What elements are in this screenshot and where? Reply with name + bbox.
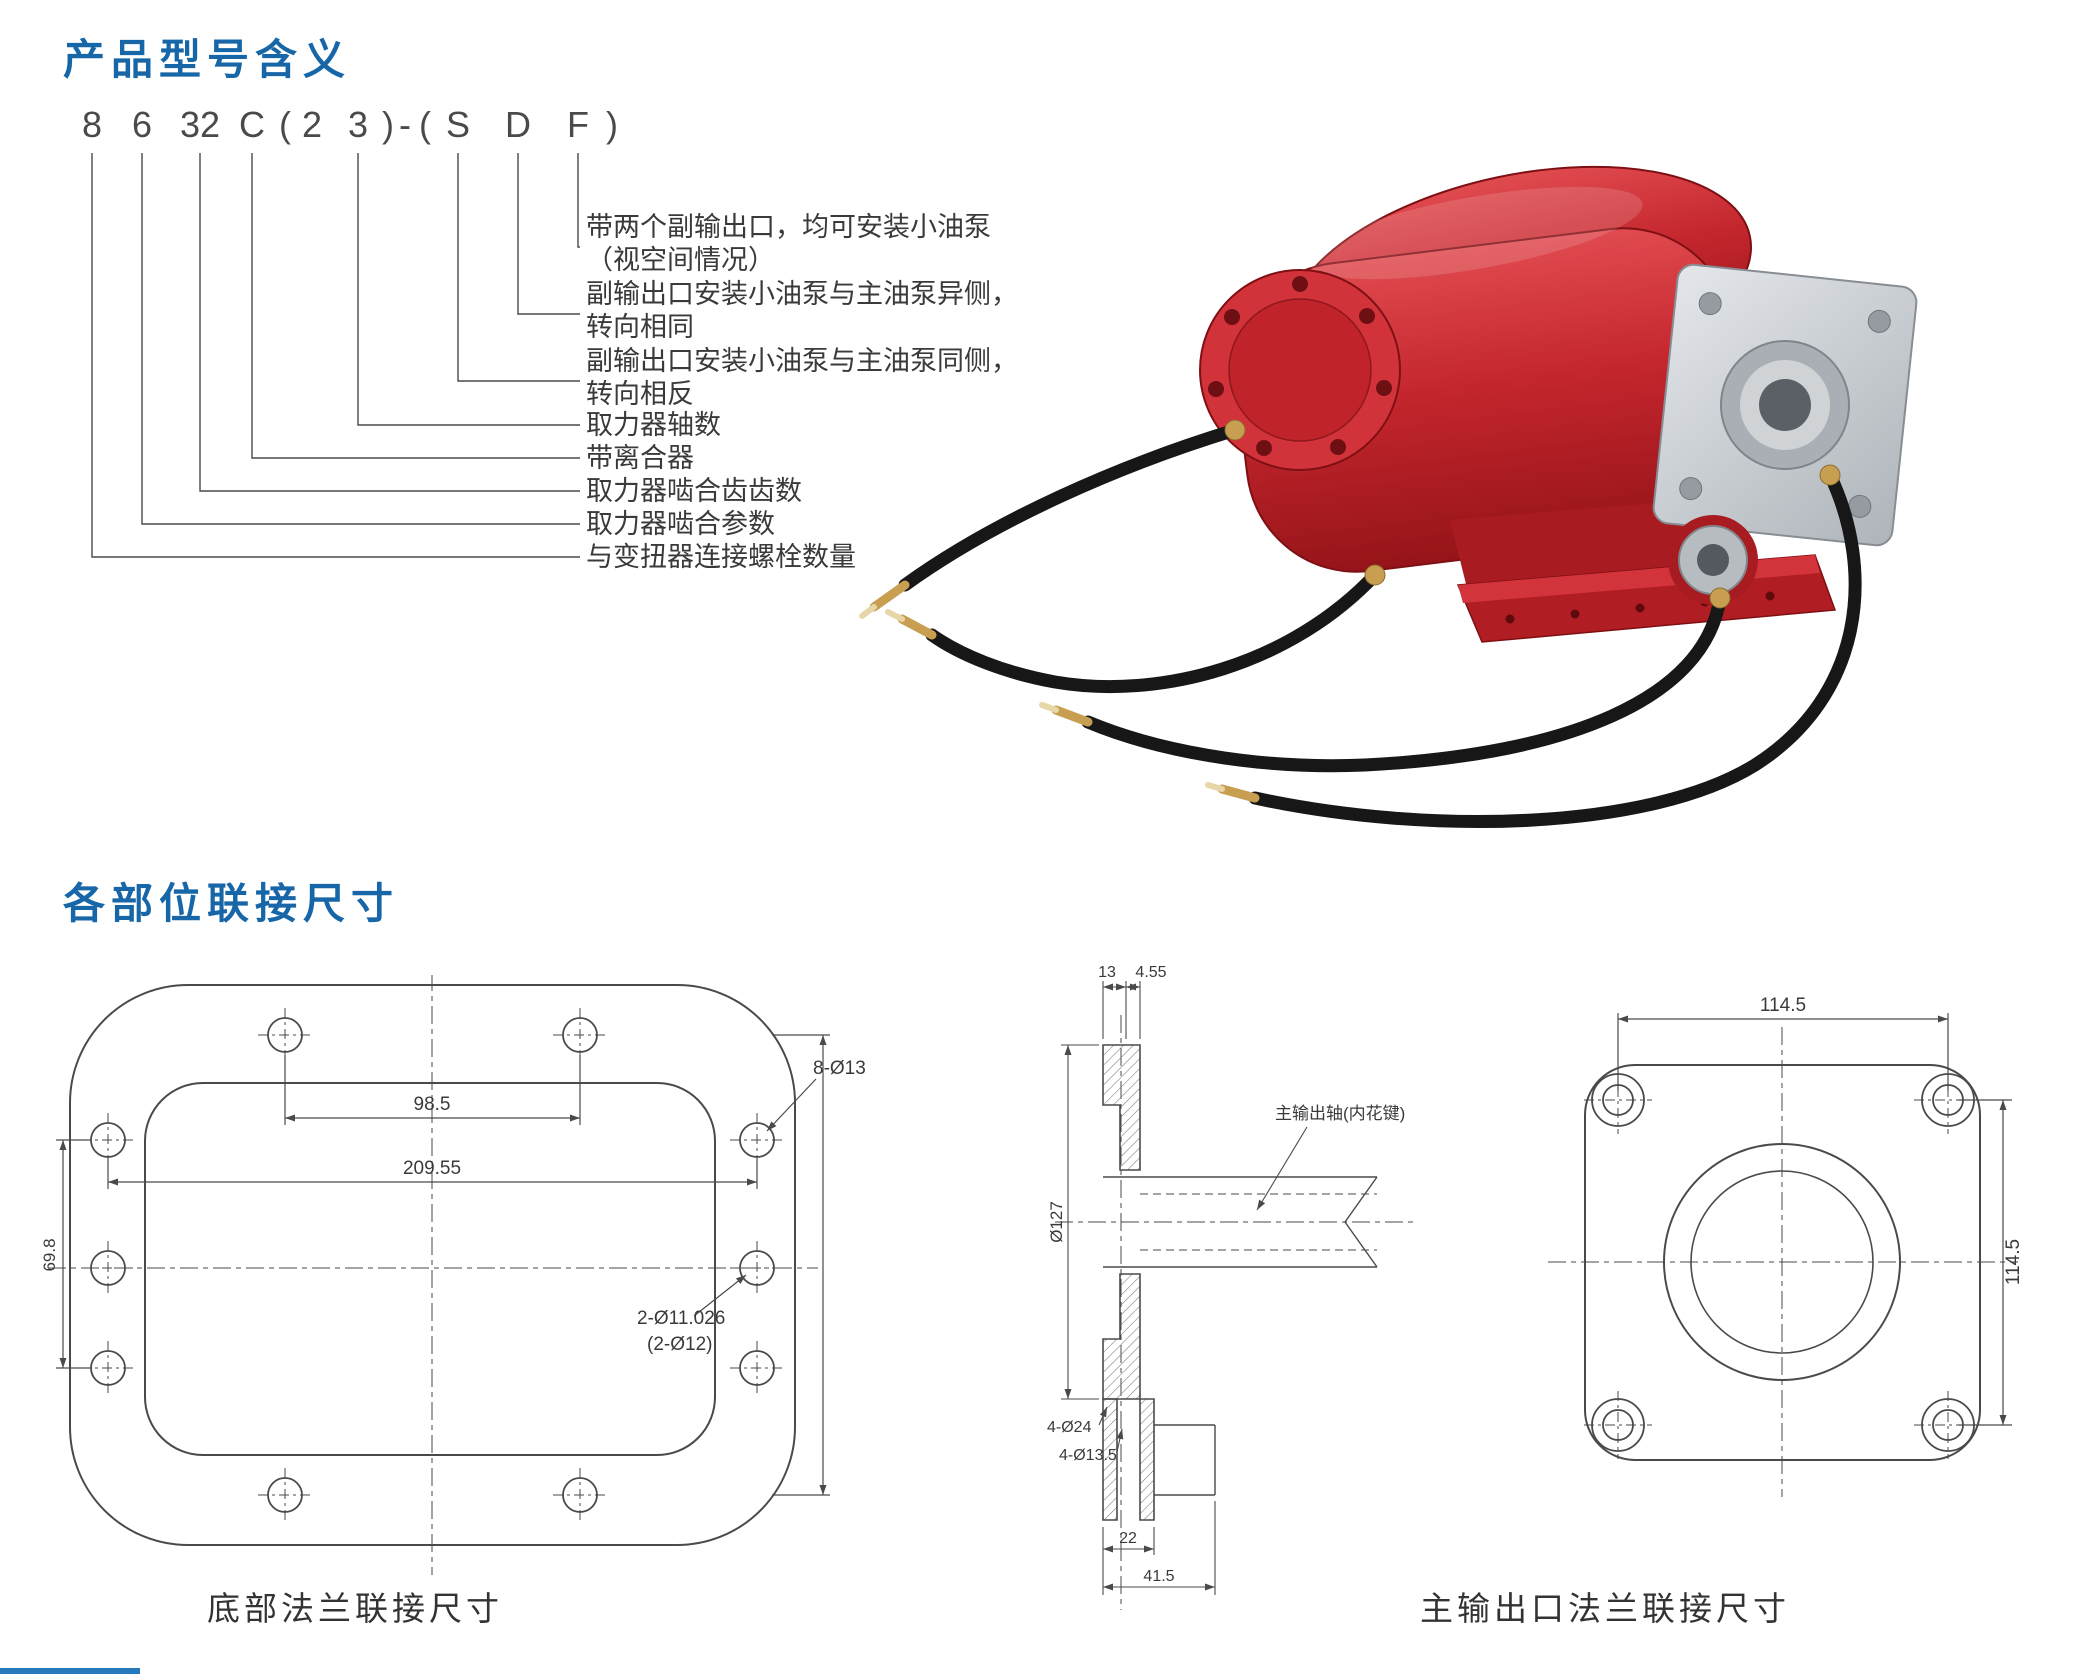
dim-height-left: 69.8 [40, 1238, 59, 1271]
legend-item-s-line1: 副输出口安装小油泵与主油泵同侧， [586, 346, 1018, 376]
code-char-s: S [446, 104, 470, 145]
dim-flange-height: 114.5 [2003, 1239, 2024, 1285]
legend-item-teeth-count: 取力器啮合齿齿数 [586, 476, 802, 506]
bolt-holes [81, 1008, 784, 1522]
dim-flange-width: 114.5 [1760, 995, 1806, 1016]
section-dimension-texts: 13 4.55 Ø127 主输出轴(内花键) 4-Ø24 4-Ø13.5 22 … [1047, 964, 1405, 1585]
model-code-diagram: 8 6 32 C ( 2 3 ) - ( S D F ) 带两个副输出口，均可安 [82, 104, 1018, 572]
dim-pilot-length: 22 [1119, 1530, 1137, 1547]
flange-centerlines [48, 975, 818, 1575]
legend-item-d-line1: 副输出口安装小油泵与主油泵异侧， [586, 279, 1018, 309]
label-bolt-holes-section: 4-Ø13.5 [1059, 1447, 1117, 1464]
legend-item-d-line2: 转向相同 [586, 312, 694, 342]
code-char-mesh-param: 6 [132, 104, 152, 145]
code-paren-close-1: ) [382, 104, 394, 145]
code-char-shaft-2: 2 [302, 104, 322, 145]
legend-item-bolt-count: 与变扭器连接螺栓数量 [586, 542, 856, 572]
code-hyphen: - [399, 104, 411, 145]
legend-item-shaft-count: 取力器轴数 [586, 410, 721, 440]
label-dowel-line1: 2-Ø11.026 [637, 1308, 725, 1329]
dim-top-holes: 98.5 [414, 1094, 451, 1115]
page-footer-rule [0, 1668, 140, 1674]
legend-connector-lines [91, 153, 580, 558]
code-paren-close-2: ) [606, 104, 618, 145]
code-char-teeth: 32 [180, 104, 220, 145]
square-flange-dimension-texts: 114.5 114.5 [1760, 995, 2024, 1285]
model-code: 8 6 32 C ( 2 3 ) - ( S D F ) [82, 104, 618, 145]
code-char-shaft-3: 3 [348, 104, 368, 145]
output-flange-front-drawing: 114.5 114.5 [1548, 995, 2024, 1497]
section-body [1102, 1044, 1216, 1521]
caption-output-flange: 主输出口法兰联接尺寸 [1420, 1590, 1790, 1627]
dim-total-length: 41.5 [1143, 1568, 1174, 1585]
square-flange-dimensions [1617, 1013, 2012, 1426]
label-counterbore: 4-Ø24 [1047, 1419, 1092, 1436]
label-dowel-line2: (2-Ø12) [647, 1334, 712, 1355]
lower-output-hub [1668, 515, 1758, 605]
front-flange-bolts [1208, 276, 1392, 456]
hose-fittings [859, 419, 1841, 803]
code-char-d: D [505, 104, 531, 145]
legend-item-f-line1: 带两个副输出口，均可安装小油泵 [586, 212, 991, 242]
label-bolt-holes: 8-Ø13 [813, 1058, 866, 1079]
code-paren-open-2: ( [419, 104, 431, 145]
code-char-bolts: 8 [82, 104, 102, 145]
square-flange-centerlines [1548, 1027, 2018, 1497]
bottom-flange-drawing: 98.5 209.55 69.8 8-Ø13 2-Ø11.026 (2-Ø12) [40, 975, 866, 1575]
caption-bottom-flange: 底部法兰联接尺寸 [207, 1590, 503, 1627]
output-shaft [1103, 1176, 1378, 1268]
flange-dimension-texts: 98.5 209.55 69.8 8-Ø13 2-Ø11.026 (2-Ø12) [40, 1058, 866, 1355]
hydraulic-hoses [898, 423, 1862, 828]
legend-item-mesh-param: 取力器啮合参数 [586, 509, 775, 539]
dim-hub-length: 13 [1098, 964, 1116, 981]
output-flange-plate [1652, 263, 1918, 547]
output-flange-section-drawing: 13 4.55 Ø127 主输出轴(内花键) 4-Ø24 4-Ø13.5 22 … [1047, 964, 1413, 1610]
dim-outer-diameter: Ø127 [1047, 1201, 1066, 1243]
product-photo [859, 165, 1918, 828]
section-title-connection-dims: 各部位联接尺寸 [63, 880, 400, 927]
label-output-shaft: 主输出轴(内花键) [1275, 1104, 1405, 1123]
code-paren-open-1: ( [279, 104, 291, 145]
dim-plate-thickness: 4.55 [1135, 964, 1166, 981]
square-flange-holes [1584, 1066, 1982, 1459]
legend-item-s-line2: 转向相反 [586, 379, 694, 409]
section-title-model-meaning: 产品型号含义 [63, 36, 352, 83]
legend-item-clutch: 带离合器 [586, 443, 694, 473]
section-dimensions [1061, 981, 1308, 1595]
code-char-f: F [567, 104, 589, 145]
flange-dimensions [56, 1034, 830, 1496]
dim-width: 209.55 [403, 1158, 461, 1179]
legend-item-f-line2: （视空间情况） [586, 245, 775, 275]
code-char-clutch: C [239, 104, 265, 145]
legend-labels: 带两个副输出口，均可安装小油泵 （视空间情况） 副输出口安装小油泵与主油泵异侧，… [586, 212, 1018, 572]
